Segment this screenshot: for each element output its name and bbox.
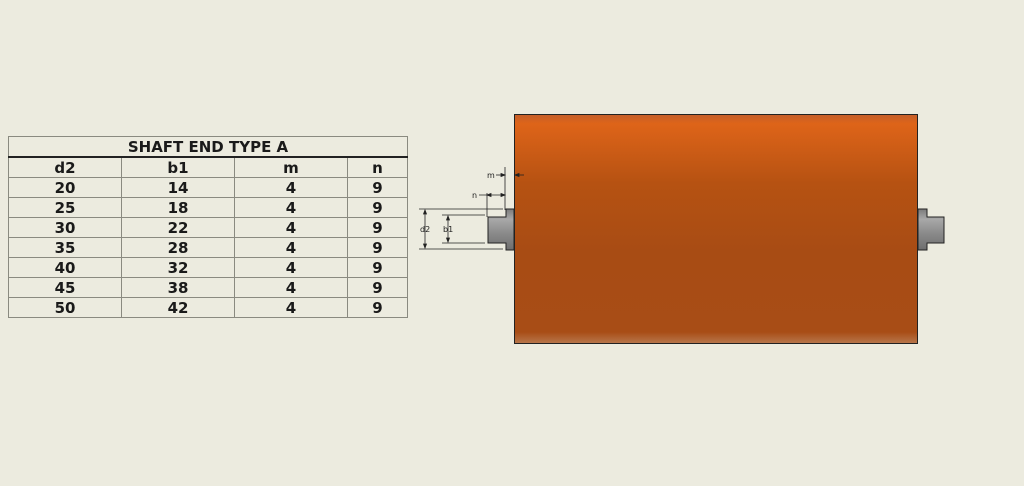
label-b1: b1 — [443, 225, 453, 234]
table-row: 50 42 4 9 — [8, 297, 408, 318]
cell-b1: 22 — [121, 217, 235, 238]
table-row: 45 38 4 9 — [8, 277, 408, 298]
cell-b1: 38 — [121, 277, 235, 298]
roller-body — [514, 114, 918, 344]
table-header-row: d2 b1 m n — [8, 156, 408, 178]
cell-m: 4 — [234, 297, 348, 318]
table-row: 25 18 4 9 — [8, 197, 408, 218]
right-shaft-end — [917, 208, 945, 251]
cell-d2: 25 — [8, 197, 122, 218]
label-d2: d2 — [420, 225, 430, 234]
label-m: m — [487, 171, 495, 180]
table-row: 35 28 4 9 — [8, 237, 408, 258]
label-n: n — [472, 191, 477, 200]
table-title: SHAFT END TYPE A — [8, 136, 408, 158]
cell-b1: 42 — [121, 297, 235, 318]
dimension-annotations — [419, 167, 524, 250]
cell-d2: 30 — [8, 217, 122, 238]
table-row: 40 32 4 9 — [8, 257, 408, 278]
shaft-end-spec-table: SHAFT END TYPE A d2 b1 m n 20 14 4 9 25 … — [8, 136, 408, 318]
left-shaft-end — [487, 208, 515, 251]
table-row: 30 22 4 9 — [8, 217, 408, 238]
cell-d2: 20 — [8, 177, 122, 198]
cell-d2: 50 — [8, 297, 122, 318]
cell-n: 9 — [347, 297, 408, 318]
